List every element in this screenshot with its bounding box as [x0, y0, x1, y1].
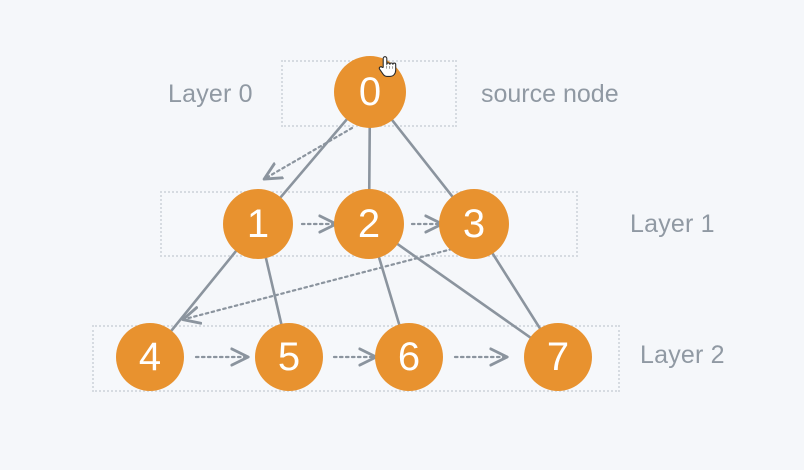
- layer-1-label: Layer 1: [630, 210, 715, 238]
- node-7-label: 7: [546, 335, 570, 379]
- node-2-label: 2: [357, 202, 381, 246]
- node-5-label: 5: [277, 335, 301, 379]
- arrow-wrap-3-to-4: [185, 247, 454, 319]
- node-6-label: 6: [397, 335, 421, 379]
- edge-3-7: [490, 250, 543, 332]
- node-2[interactable]: 2: [334, 189, 404, 259]
- edge-1-5: [264, 254, 284, 328]
- edge-0-1: [278, 116, 350, 201]
- edge-0-3: [389, 117, 455, 200]
- traversal-arrows: [185, 126, 505, 357]
- node-0[interactable]: 0: [334, 56, 406, 128]
- layer-0-label: Layer 0: [168, 80, 253, 108]
- node-7[interactable]: 7: [524, 323, 592, 391]
- edge-2-7: [394, 241, 534, 340]
- node-3[interactable]: 3: [439, 189, 509, 259]
- source-node-annotation: source node: [481, 80, 619, 108]
- edge-1-4: [168, 248, 239, 334]
- node-4-label: 4: [138, 335, 162, 379]
- layer-2-label: Layer 2: [640, 341, 725, 369]
- arrow-wrap-0-to-1: [266, 126, 354, 178]
- node-1[interactable]: 1: [223, 189, 293, 259]
- node-6[interactable]: 6: [375, 323, 443, 391]
- node-1-label: 1: [246, 202, 270, 246]
- node-4[interactable]: 4: [116, 323, 184, 391]
- node-5[interactable]: 5: [255, 323, 323, 391]
- node-0-label: 0: [358, 70, 382, 114]
- node-3-label: 3: [462, 202, 486, 246]
